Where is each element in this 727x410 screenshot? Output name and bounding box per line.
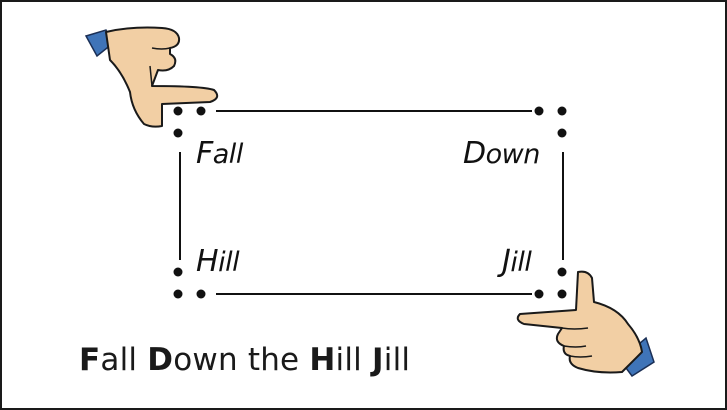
caption-text: own the xyxy=(173,342,309,378)
corner-word-cap: H xyxy=(196,244,218,279)
corner-word-bottom-left: Hill xyxy=(196,247,239,277)
caption-bold-letter: J xyxy=(372,342,384,378)
caption-text: ill xyxy=(336,342,373,378)
corner-word-rest: ill xyxy=(218,247,239,278)
corner-word-top-right: Down xyxy=(463,139,540,169)
corner-word-cap: D xyxy=(463,136,486,171)
caption-text: all xyxy=(100,342,147,378)
caption-bold-letter: F xyxy=(79,342,100,378)
corner-word-rest: ill xyxy=(510,247,531,278)
corner-word-rest: own xyxy=(486,139,540,170)
caption-text: ill xyxy=(384,342,410,378)
corner-word-top-left: Fall xyxy=(196,139,243,169)
corner-word-bottom-right: Jill xyxy=(502,247,531,277)
phrase-caption: Fall Down the Hill Jill xyxy=(79,342,410,378)
corner-word-cap: F xyxy=(196,136,213,171)
caption-bold-letter: D xyxy=(147,342,173,378)
caption-bold-letter: H xyxy=(309,342,335,378)
framing-hand-icon-bottom-right xyxy=(518,272,654,376)
corner-word-rest: all xyxy=(213,139,243,170)
